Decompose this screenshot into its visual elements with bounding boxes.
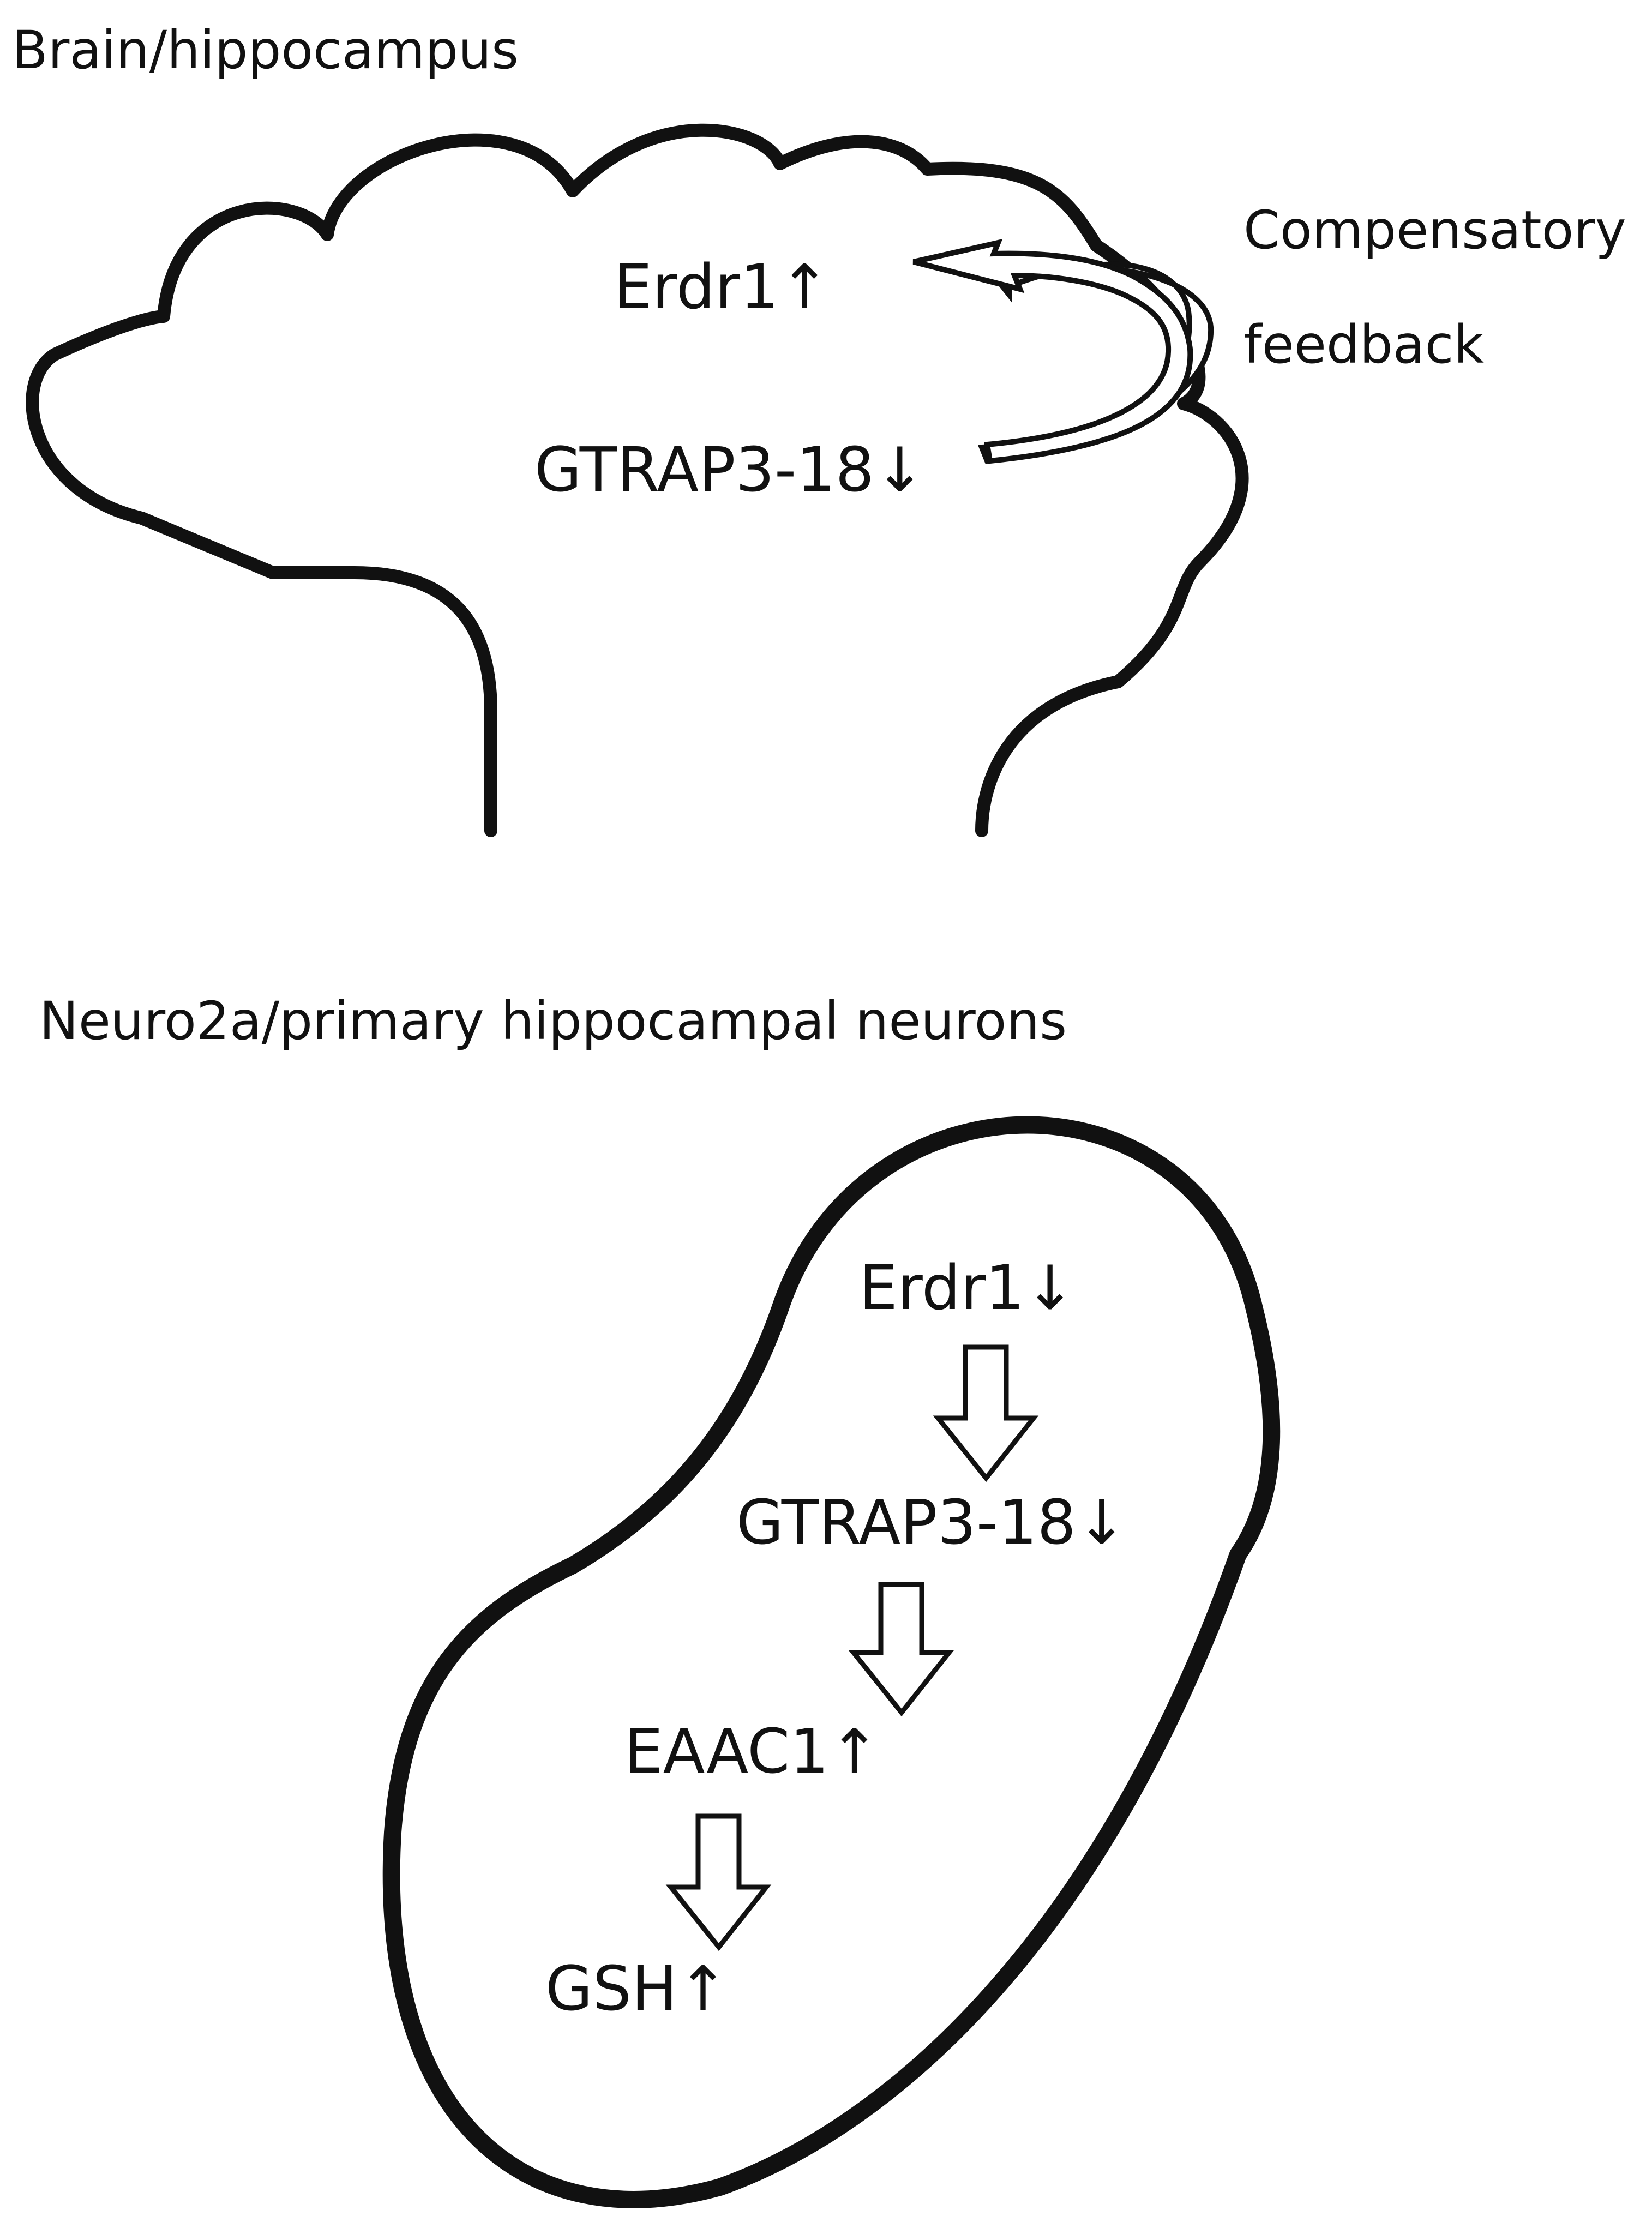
- brain-gtrap-label: GTRAP3-18↓: [534, 435, 926, 506]
- feedback-label-line1: Compensatory: [1243, 200, 1626, 261]
- cascade-eaac1-label: EAAC1↑: [624, 1716, 880, 1787]
- cascade-arrow-3-icon: [665, 1813, 772, 1951]
- cascade-gtrap-label: GTRAP3-18↓: [736, 1487, 1127, 1558]
- cell-section-heading: Neuro2a/primary hippocampal neurons: [39, 990, 1067, 1052]
- cascade-gsh-label: GSH↑: [545, 1954, 729, 2025]
- brain-outline-icon: [26, 123, 1249, 837]
- feedback-arrow-icon: [912, 239, 1214, 464]
- cascade-arrow-2-icon: [848, 1582, 954, 1717]
- cascade-erdr1-label: Erdr1↓: [859, 1253, 1076, 1324]
- brain-section-heading: Brain/hippocampus: [12, 20, 519, 81]
- neuron-cell-outline-icon: [382, 1116, 1281, 2208]
- feedback-label-line2: feedback: [1243, 314, 1484, 375]
- brain-erdr1-label: Erdr1↑: [614, 252, 830, 323]
- cascade-arrow-1-icon: [933, 1344, 1039, 1482]
